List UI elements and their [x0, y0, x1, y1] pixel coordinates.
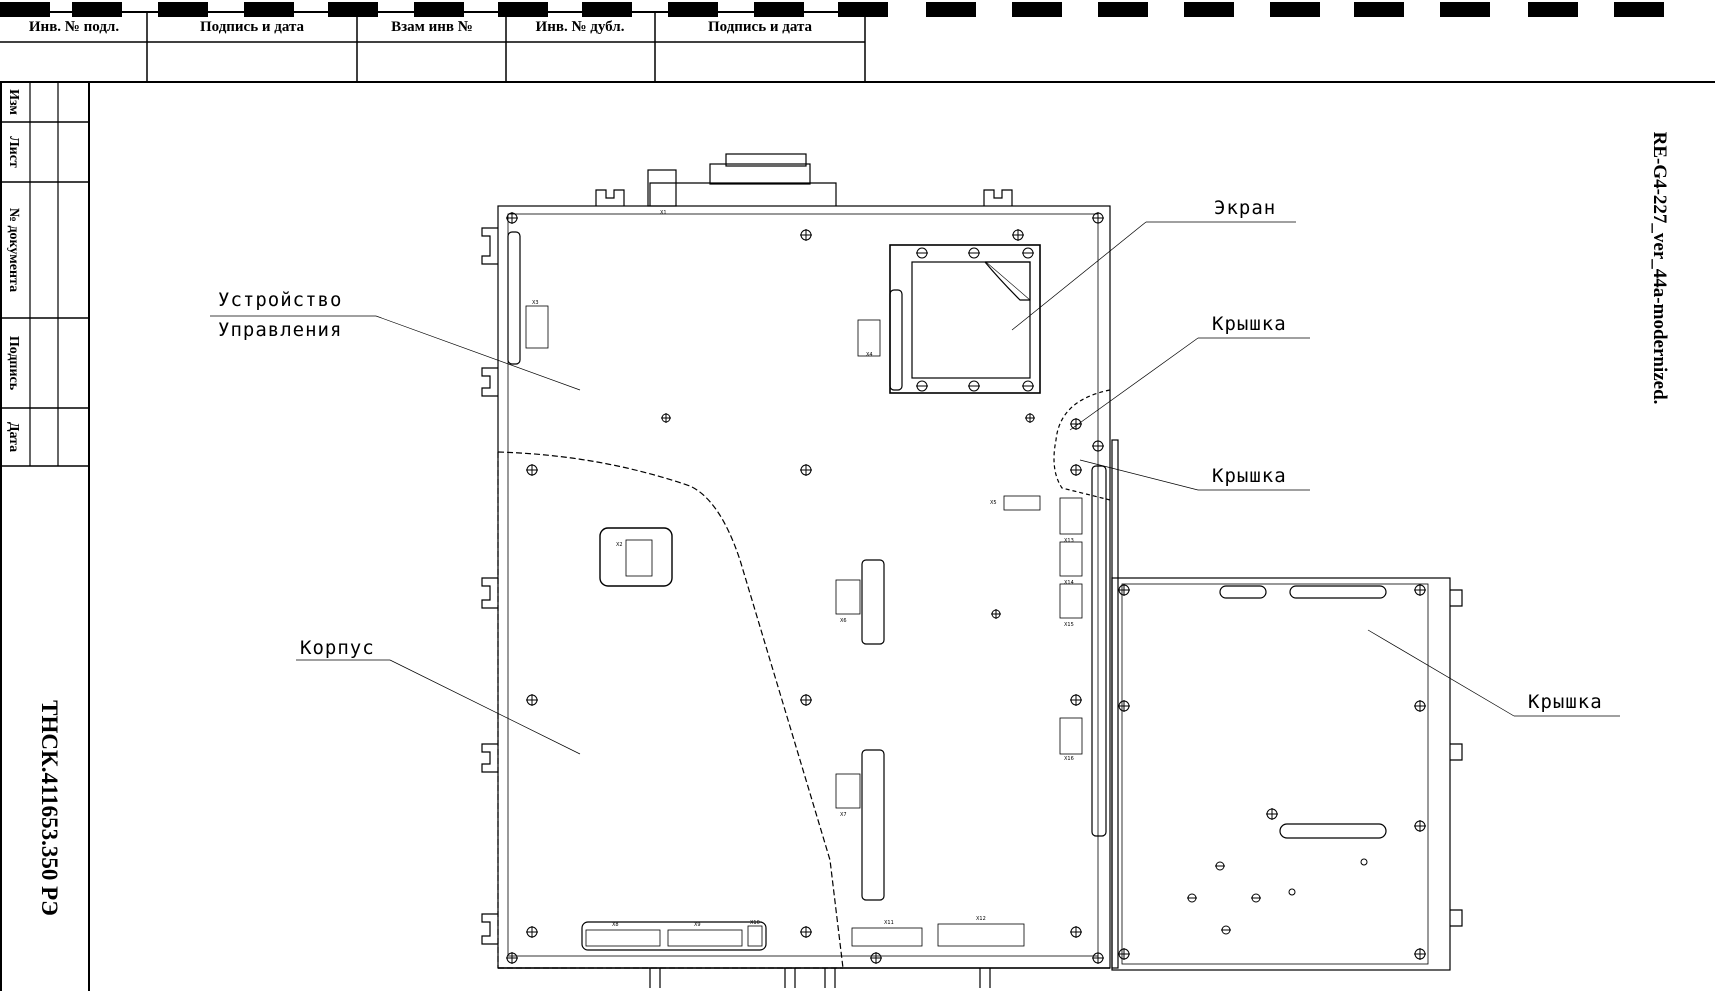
callout-screen: Экран: [1214, 197, 1276, 219]
callout-cover-right: Крышка: [1528, 691, 1603, 713]
connector-label-x4: X4: [866, 352, 873, 358]
title-block-column-inv-podl: Инв. № подл.: [29, 19, 119, 35]
top-dashed-edge: [0, 2, 1664, 17]
title-block-column-podpis-data: Подпись и дата: [200, 19, 305, 35]
side-block-labels: Изм Лист № документа Подпись Дата: [6, 89, 21, 452]
connector-label-x16: X16: [1064, 756, 1074, 762]
connector-label-x1: X1: [660, 210, 667, 216]
housing-drawing: [481, 153, 1119, 988]
callout-housing: Корпус: [300, 637, 375, 659]
file-reference: RE-G4-227_ver_44a-modernized.: [1649, 132, 1670, 405]
connector-label-x9: X9: [694, 922, 701, 928]
connector-label-x10: X10: [750, 920, 760, 926]
callout-control-unit-line2: Управления: [218, 319, 342, 341]
side-block-grid: [0, 82, 90, 991]
right-cover-drawing: [1111, 577, 1463, 971]
connector-label-x14: X14: [1064, 580, 1074, 586]
title-block-column-inv-dubl: Инв. № дубл.: [536, 19, 625, 35]
title-block-column-vzam-inv: Взам инв №: [391, 19, 473, 35]
callout-cover-middle: Крышка: [1212, 465, 1287, 487]
callout-labels: Устройство Управления Экран Крышка Крышк…: [218, 197, 1603, 713]
connector-label-x8: X8: [612, 922, 619, 928]
callout-cover-top: Крышка: [1212, 313, 1287, 335]
side-cell-data: Дата: [6, 422, 21, 452]
connector-designators: X1 X2 X3 X4 X5 X6 X7 X8 X9 X10 X11 X12 X…: [532, 210, 1074, 928]
connector-label-x5: X5: [990, 500, 997, 506]
title-block-labels: Инв. № подл. Подпись и дата Взам инв № И…: [29, 19, 813, 35]
mounting-screws: [506, 212, 1426, 964]
title-block-grid: [0, 11, 1715, 83]
connector-label-x7: X7: [840, 812, 847, 818]
connector-label-x3: X3: [532, 300, 539, 306]
connector-label-x2: X2: [616, 542, 623, 548]
side-cell-podpis: Подпись: [6, 336, 21, 391]
title-block-column-podpis-data-2: Подпись и дата: [708, 19, 813, 35]
document-code: ТНСК.411653.350 РЭ: [37, 700, 62, 916]
callout-control-unit-line1: Устройство: [218, 289, 342, 311]
connector-label-x13: X13: [1064, 538, 1074, 544]
connector-label-x6: X6: [840, 618, 847, 624]
side-cell-document-number: № документа: [6, 208, 21, 292]
connector-label-x11: X11: [884, 920, 894, 926]
side-cell-list: Лист: [6, 136, 21, 168]
connector-label-x12: X12: [976, 916, 986, 922]
side-cell-izm: Изм: [6, 89, 21, 115]
leader-lines: [210, 221, 1620, 755]
connector-label-x15: X15: [1064, 622, 1074, 628]
